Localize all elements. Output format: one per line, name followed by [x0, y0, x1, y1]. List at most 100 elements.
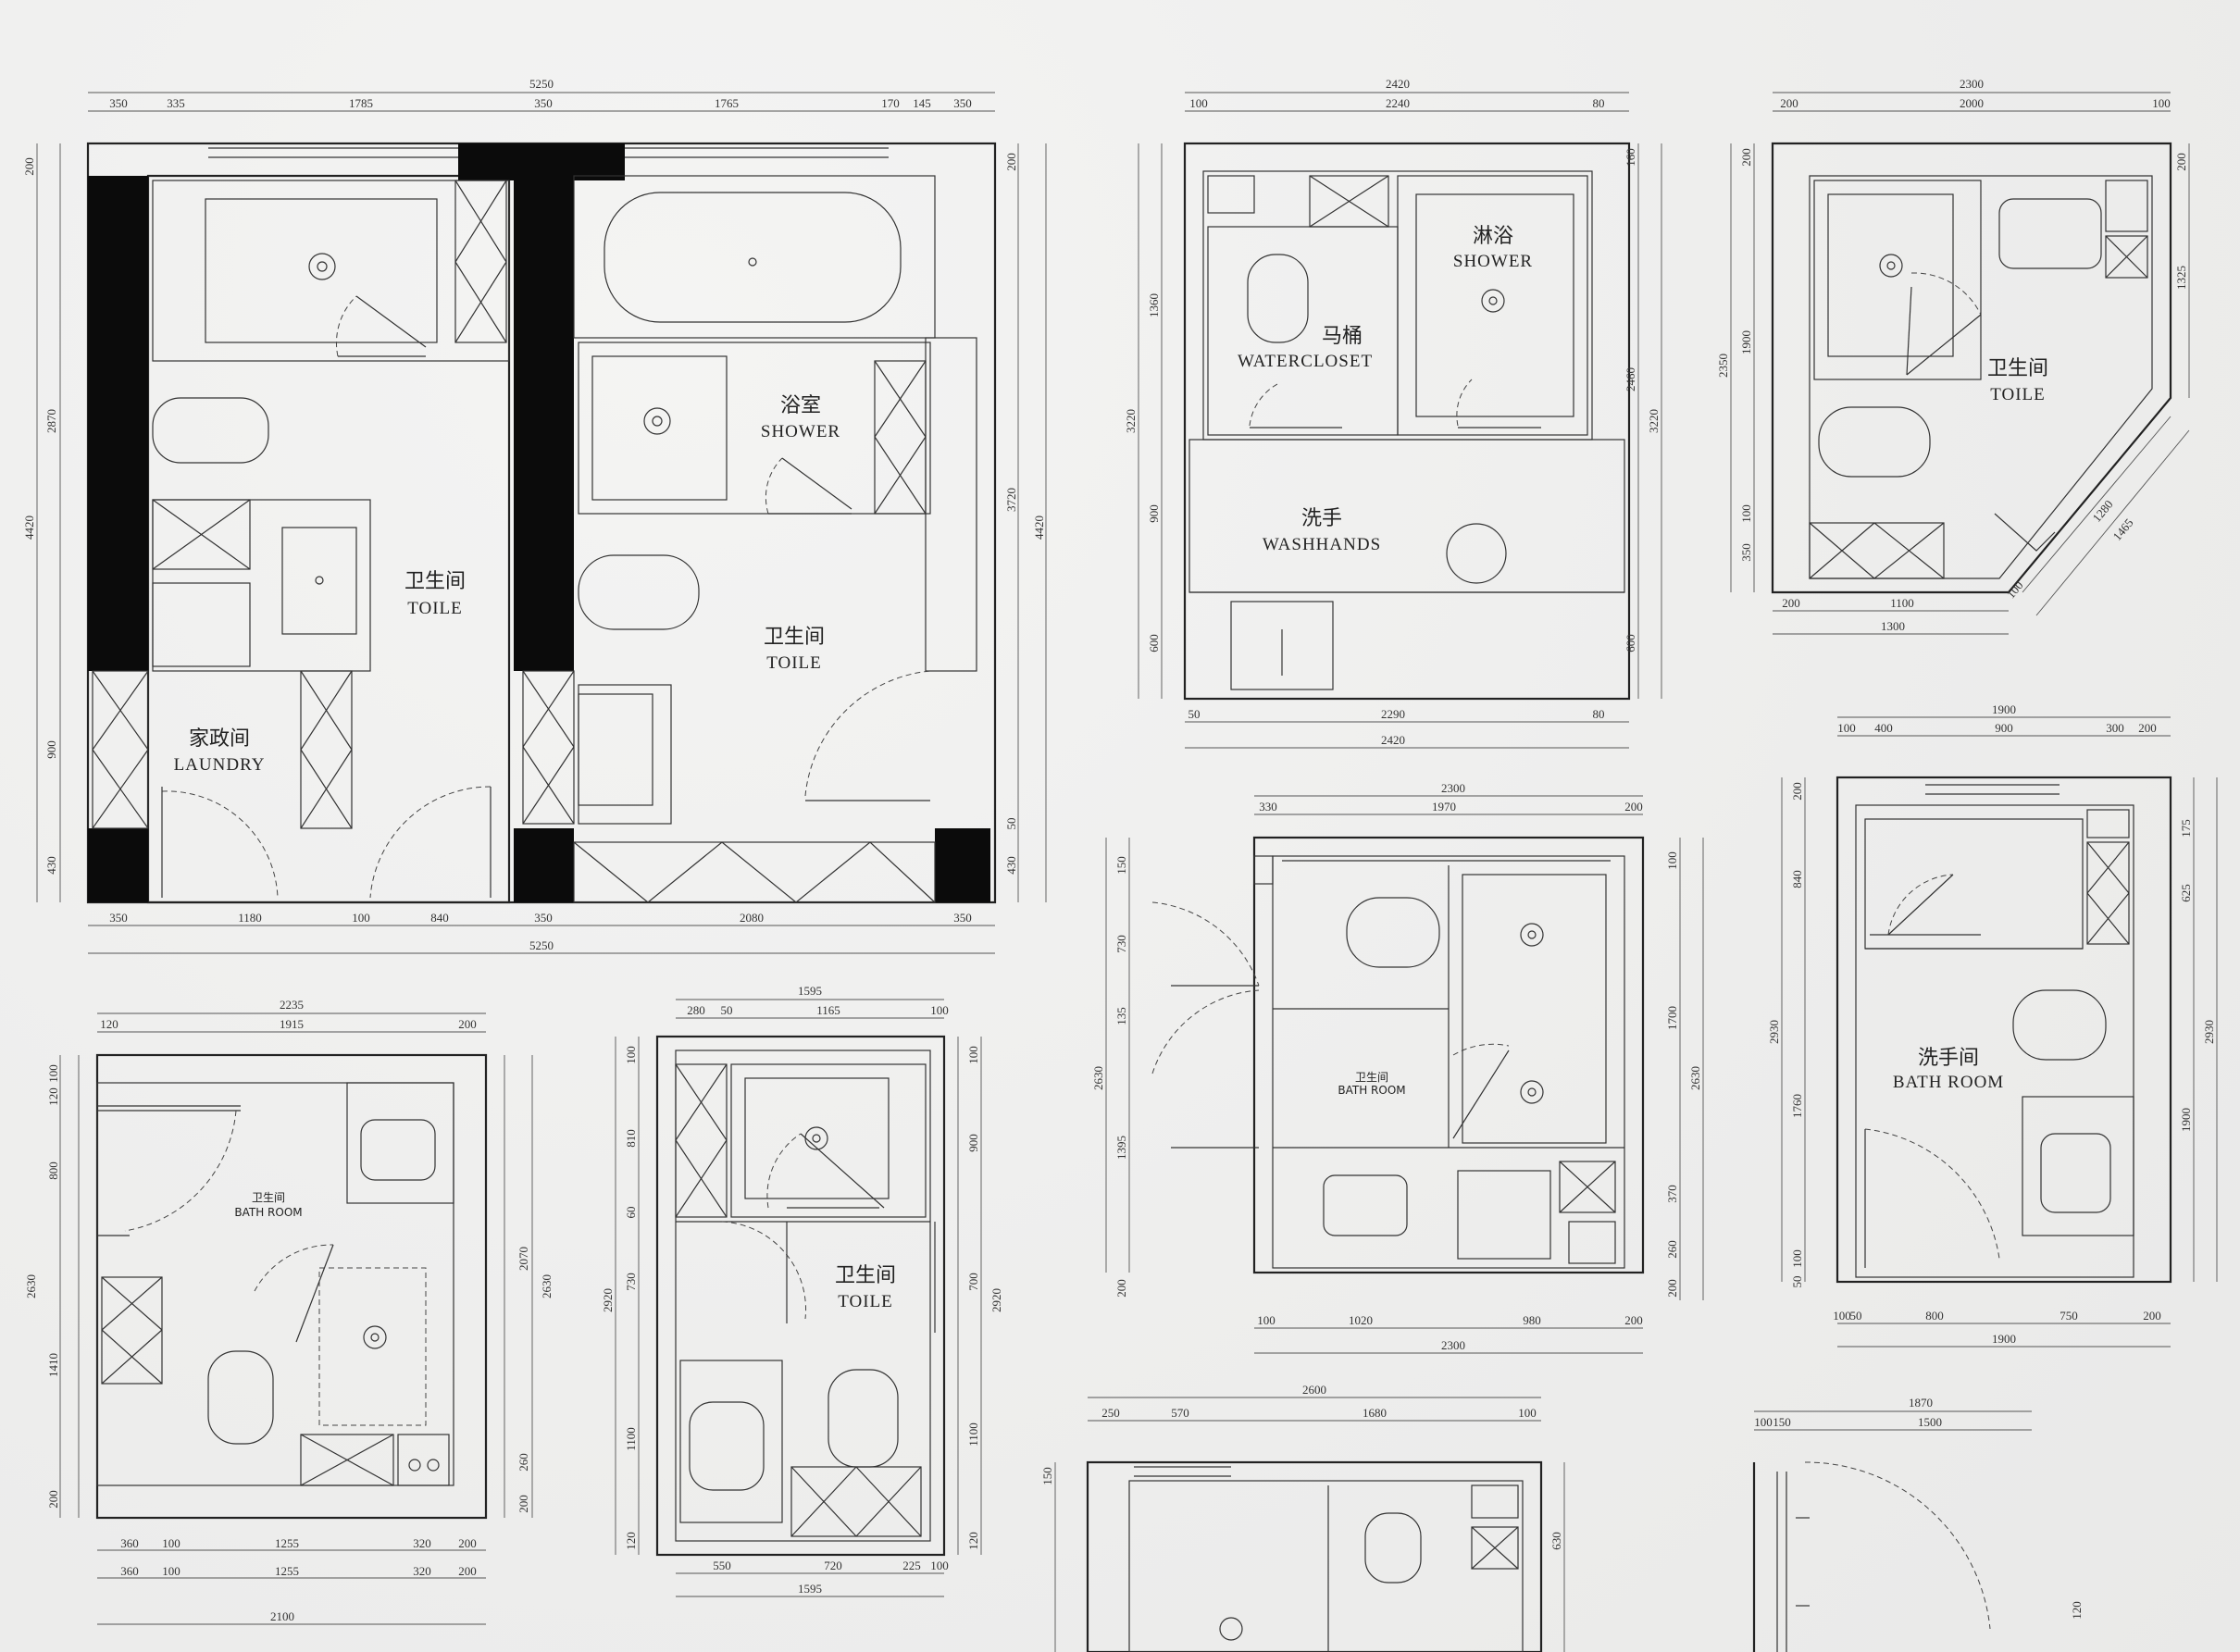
plan-1-dim-bottom: 1180 [238, 911, 262, 925]
plan-6-dim-right: 200 [1665, 1279, 1679, 1298]
plan-5-dim-left: 730 [624, 1273, 638, 1291]
room-label-cn: 卫生间 [764, 626, 825, 649]
plan-4-dim-right: 2630 [540, 1274, 554, 1298]
plan-7-dim-bottom: 750 [2060, 1309, 2078, 1323]
plan-8-dim-top-total: 2600 [1302, 1383, 1326, 1397]
room-label-cn: 淋浴 [1473, 225, 1513, 248]
room-label-cn: 浴室 [780, 394, 821, 417]
plan-5-dim-top: 1165 [816, 1003, 840, 1017]
room-label-cn: 卫生间 [1987, 357, 2048, 380]
plan-5-dim-left: 810 [624, 1129, 638, 1148]
plan-4-dim-bottom: 200 [458, 1564, 477, 1578]
plan-4-dim-bottom: 100 [162, 1564, 180, 1578]
plan-7-dim-left: 2930 [1767, 1020, 1781, 1044]
plan-2-dim-left: 600 [1147, 634, 1161, 652]
plan-1-dim-bottom: 350 [953, 911, 972, 925]
plan-2-dim-bottom: 50 [1188, 707, 1201, 721]
plan-6-dim-right: 260 [1665, 1240, 1679, 1259]
plan-5-dim-right: 100 [966, 1046, 980, 1064]
plan-5-dim-left: 1100 [624, 1427, 638, 1451]
plan-8-dim-top: 100 [1518, 1406, 1537, 1420]
plan-7-dim-left: 1760 [1790, 1094, 1804, 1118]
plan-1-dim-bottom: 350 [534, 911, 553, 925]
plan-2-dim-bottom: 2290 [1381, 707, 1405, 721]
plan-8-dim-right: 630 [1549, 1532, 1563, 1550]
plan-6-dim-left: 150 [1114, 856, 1128, 875]
plan-5-dim-right: 700 [966, 1273, 980, 1291]
plan-5-dim-top: 280 [687, 1003, 705, 1017]
plan-1-dim-left: 200 [22, 157, 36, 176]
plan-2-dim-left: 1360 [1147, 293, 1161, 317]
plan-5-dim-bottom-total: 1595 [798, 1582, 822, 1596]
plan-4-dim-bottom: 360 [120, 1536, 139, 1550]
plan-1-dim-bottom: 100 [352, 911, 370, 925]
plan-7-dim-top: 200 [2138, 721, 2157, 735]
plan-7-dim-left: 200 [1790, 782, 1804, 801]
plan-3-dim-top: 200 [1780, 96, 1798, 110]
plan-3-dim-left: 200 [1739, 148, 1753, 167]
room-label-cn: 卫生间 [1355, 1071, 1388, 1084]
plan-5: 1595 280 50 1165 100 卫生间 TOILE 100 810 6… [601, 984, 1003, 1597]
plan-5-dim-right: 1100 [966, 1422, 980, 1447]
plan-1-dim-bottom-total: 5250 [529, 938, 554, 952]
plan-1-dim-right: 4420 [1032, 515, 1046, 540]
plan-7-dim-top: 100 [1837, 721, 1856, 735]
plan-7-dim-bottom: 800 [1925, 1309, 1944, 1323]
plan-5-dim-bottom: 720 [824, 1559, 842, 1572]
plan-4-dim-bottom: 1255 [275, 1564, 299, 1578]
plan-2: 2420 100 2240 80 马桶 WATERCLOSET 淋浴 SHOWE… [1124, 77, 1662, 749]
plan-7-dim-bottom: 100 [1833, 1309, 1851, 1323]
plan-4-dim-left: 2630 [24, 1274, 38, 1298]
plan-2-dim-right: 2460 [1624, 367, 1637, 391]
plan-5-dim-top-total: 1595 [798, 984, 822, 998]
plan-1-dim-right: 200 [1004, 153, 1018, 171]
plan-5-dim-bottom: 550 [713, 1559, 731, 1572]
plan-4-dim-left: 800 [46, 1161, 60, 1180]
room-label-en: BATH ROOM [1893, 1073, 2004, 1092]
room-label-cn: 卫生间 [835, 1264, 896, 1287]
plan-2-dim-top: 100 [1189, 96, 1208, 110]
plan-3-dim-top: 100 [2152, 96, 2171, 110]
plan-6-dim-right: 370 [1665, 1185, 1679, 1203]
plan-4-dim-right: 260 [516, 1453, 530, 1472]
plan-2-dim-bottom-total: 2420 [1381, 733, 1405, 747]
plan-4-dim-top: 200 [458, 1017, 477, 1031]
plan-3-dim-top: 2000 [1960, 96, 1984, 110]
plan-6-dim-bottom: 100 [1257, 1313, 1276, 1327]
room-label-en: TOILE [407, 599, 463, 618]
plan-4-dim-bottom: 100 [162, 1536, 180, 1550]
plan-1-dim-top: 350 [534, 96, 553, 110]
plan-6-dim-bottom: 200 [1624, 1313, 1643, 1327]
plan-8-dim-top: 570 [1171, 1406, 1189, 1420]
plan-7-dim-right: 2930 [2202, 1020, 2216, 1044]
plan-8-dim-top: 1680 [1363, 1406, 1387, 1420]
plan-6-dim-right: 2630 [1688, 1066, 1702, 1090]
plan-3-dim-left: 350 [1739, 543, 1753, 562]
plan-4-dim-bottom: 320 [413, 1564, 431, 1578]
plan-1-dim-top-total: 5250 [529, 77, 554, 91]
plan-3-dim-bottom-total: 1300 [1881, 619, 1905, 633]
plan-4-dim-left: 1410 [46, 1353, 60, 1377]
plan-1-dim-top: 350 [109, 96, 128, 110]
plan-6-dim-right: 100 [1665, 851, 1679, 870]
room-label-cn: 卫生间 [404, 570, 466, 593]
plan-2-dim-left: 900 [1147, 504, 1161, 523]
room-label-cn: 卫生间 [252, 1191, 285, 1204]
plan-8-dim-left: 150 [1040, 1467, 1054, 1485]
plan-4-dim-bottom: 360 [120, 1564, 139, 1578]
room-label-cn: 洗手 [1301, 507, 1342, 530]
plan-2-dim-top-total: 2420 [1386, 77, 1410, 91]
plan-1-dim-right: 3720 [1004, 488, 1018, 512]
plan-9: 1870 100 150 1500 120 [1752, 1396, 2084, 1652]
plan-1-dim-right: 50 [1004, 818, 1018, 830]
plan-6-dim-bottom-total: 2300 [1441, 1338, 1465, 1352]
plan-7-dim-top: 400 [1874, 721, 1893, 735]
plan-1-dim-bottom: 350 [109, 911, 128, 925]
room-label-cn: 洗手间 [1918, 1047, 1979, 1070]
plan-5-dim-left: 120 [624, 1532, 638, 1550]
plan-5-dim-bottom: 100 [930, 1559, 949, 1572]
room-label-en: BATH ROOM [1338, 1084, 1405, 1097]
plan-2-dim-top: 2240 [1386, 96, 1410, 110]
